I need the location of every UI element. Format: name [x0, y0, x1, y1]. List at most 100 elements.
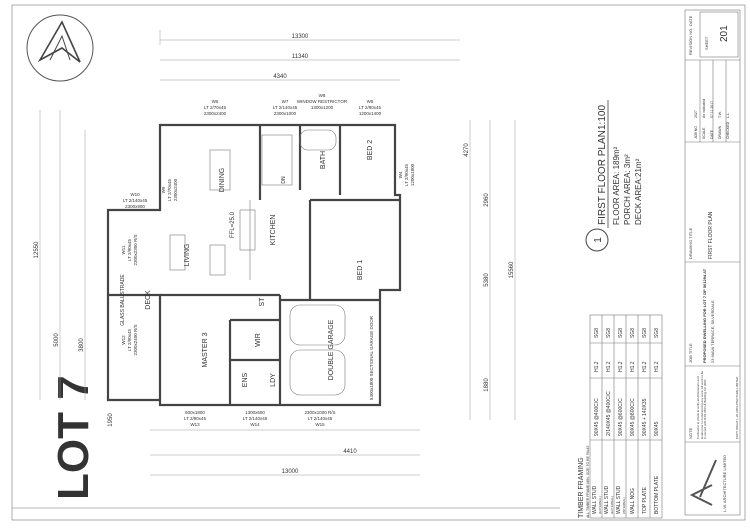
title-field-label: DATE [710, 129, 714, 139]
drawing-title: FIRST FLOOR PLAN [708, 211, 714, 259]
window-w7-size: 2300x1000 [274, 111, 297, 116]
timber-treatment: H1.2 [654, 361, 660, 372]
title-field-label: JOB NO [694, 126, 698, 139]
plan-title: FIRST FLOOR PLAN [597, 130, 608, 225]
sheet-label: SHEET [704, 36, 709, 50]
window-w9-lintel: LT 2/70x45 [167, 178, 172, 201]
title-field-value: As indicated [702, 99, 706, 118]
room-bath: BATH [320, 151, 327, 169]
window-w15-size: 2300x1000 R/S [304, 410, 335, 415]
job-title-label: JOB TITLE [688, 343, 693, 363]
dim-right-4: 15560 [509, 261, 515, 278]
timber-member: WALL NOG [630, 488, 636, 514]
window-w5-size: 1200x1400 [359, 111, 382, 116]
dimension-lines [39, 30, 516, 476]
dim-left-0: 12550 [34, 241, 40, 258]
dim-bottom-0: 13000 [282, 469, 299, 475]
window-w6-size: 2300x2400 [204, 111, 227, 116]
window-w4-id: W4 [398, 171, 403, 178]
timber-size: 90X45 @800C/C [630, 398, 636, 436]
note-title: NOTE [688, 428, 693, 439]
window-w4-lintel: LT 2/90x45 [404, 163, 409, 186]
dim-left-3: 1950 [108, 413, 114, 427]
window-w15-lintel: LT 2/140x45 [308, 416, 333, 421]
window-w12-size: 2300x2400 R/S [133, 324, 138, 355]
window-w13-size: 600x1800 [185, 410, 205, 415]
window-w8-size: 1300x1200 [311, 105, 334, 110]
window-w5-lintel: LT 2/90x45 [359, 105, 382, 110]
timber-size: 90X45 + 140X35 [642, 398, 648, 436]
room-dining: DINING [219, 168, 226, 193]
timber-member-sub: (EXTERNAL) [610, 496, 614, 514]
window-w9-size: 2300x2400 [173, 178, 178, 201]
window-w11-id: W11 [121, 245, 126, 254]
timber-treatment: H1.2 [630, 361, 636, 372]
window-w10-lintel: LT 2/140x45 [123, 198, 148, 203]
timber-framing-table: TIMBER FRAMING ALL TIMBER FRAME MIN. SIZ… [578, 314, 663, 519]
copyright: COPY RIGHT L.W. ARCHITECTURE LIMITED [735, 376, 739, 439]
dim-top-2: 4340 [273, 74, 287, 80]
room-ens: ENS [242, 372, 249, 387]
timber-member: WALL STUD [604, 485, 610, 514]
dim-top-0: 13300 [292, 34, 309, 40]
room-bed1: BED 1 [357, 260, 364, 280]
dim-right-2: 5380 [484, 273, 490, 287]
room-garage: DOUBLE GARAGE [328, 319, 335, 380]
room-deck: DECK [145, 290, 152, 310]
title-field-value: 07.11.2017 [710, 101, 714, 118]
note-text: Contractor to check & verify all dimensi… [697, 370, 708, 439]
timber-grade: SG8 [606, 328, 612, 338]
dim-right-1: 2960 [484, 193, 490, 207]
car-outline-icon [289, 304, 346, 396]
timber-note: ALL TIMBER FRAME MIN. SIZE TO BE 90x45 [586, 446, 590, 518]
title-field-label: DRAWN [718, 125, 722, 139]
title-field-value: L.L. [726, 112, 730, 118]
plan-number: 1 [593, 237, 604, 243]
furniture [169, 149, 256, 276]
timber-size: 90X45 @400C/C [594, 398, 600, 436]
company-logo-icon [689, 459, 717, 506]
window-w6-id: W6 [212, 99, 219, 104]
window-w6-lintel: LT 2/70x45 [204, 105, 227, 110]
dim-bottom-1: 4410 [343, 449, 357, 455]
window-w4-size: 1200x1800 [410, 163, 415, 186]
dim-top-1: 11340 [292, 54, 309, 60]
title-field-label: SCALE [702, 127, 706, 139]
room-wir: WIR [255, 333, 262, 347]
plan-scale: 1:100 [597, 105, 608, 130]
timber-size: 2/140X45 @400C/C [606, 391, 612, 436]
drawing-title-label: DRAWING TITLE [688, 228, 693, 259]
room-ldy: LDY [270, 373, 277, 387]
ffl-label: FFL=25.0 [230, 211, 236, 238]
window-w7-id: W7 [282, 99, 289, 104]
window-labels: W6 LT 2/70x45 2300x2400 W7 LT 2/140x45 2… [121, 93, 415, 427]
window-w11-size: 2300x2300 R/S [133, 234, 138, 265]
dim-right-0: 4270 [464, 143, 470, 157]
window-w10-id: W10 [130, 192, 140, 197]
dim-right-3: 1880 [484, 378, 490, 392]
revision-label: REVISION NO. [688, 28, 693, 55]
window-w10-size: 2300x900 [125, 204, 145, 209]
sheet-border [11, 4, 746, 521]
window-w13-lintel: LT 2/90x45 [184, 416, 207, 421]
window-w14-size: 1300x600 [245, 410, 265, 415]
window-w7-lintel: LT 2/140x45 [273, 105, 298, 110]
window-w14-lintel: LT 2/140x45 [243, 416, 268, 421]
room-kitchen: KITCHEN [270, 215, 277, 246]
timber-title: TIMBER FRAMING [578, 457, 585, 518]
window-w11-lintel: LT 2/90x45 [127, 238, 132, 261]
plan-number-circle [585, 228, 609, 252]
window-w12-id: W12 [121, 335, 126, 345]
timber-grade: SG8 [654, 328, 660, 338]
balustrade-label: GLASS BALUSTRADE [120, 274, 126, 326]
window-w8-lintel: WINDOW RESTRICTOR [297, 99, 348, 104]
window-w5-id: W5 [367, 99, 374, 104]
window-w8-id: W8 [319, 93, 326, 98]
room-master: MASTER 3 [202, 332, 209, 367]
sheet-number: 201 [719, 25, 730, 42]
title-field-value: T.W. [718, 111, 722, 118]
lot-label: LOT 7 [49, 375, 98, 500]
floor-area: FLOOR AREA: 189m² [612, 146, 621, 225]
title-field-label: CHECKED [726, 121, 730, 139]
window-w13-id: W13 [190, 422, 200, 427]
